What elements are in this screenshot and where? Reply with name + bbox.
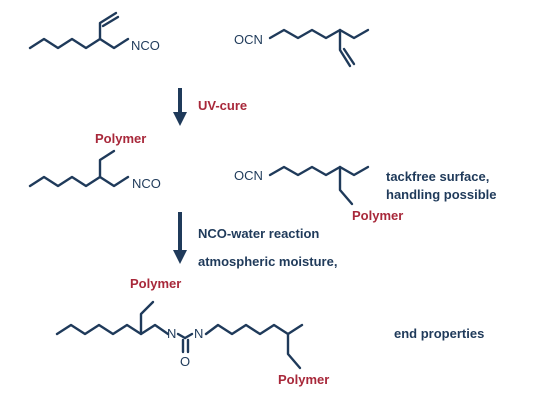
uv-cure-label: UV-cure <box>198 98 247 113</box>
polymer-label-1: Polymer <box>95 131 146 146</box>
grafted-left-branch <box>98 149 116 179</box>
monomer-right-chain <box>268 28 370 40</box>
urea-bond-n-c-left <box>176 332 187 340</box>
nco-water-label: NCO-water reaction <box>198 226 319 241</box>
urea-left-chain <box>55 323 170 336</box>
monomer-left-vinyl <box>98 11 118 41</box>
moisture-label: atmospheric moisture, <box>198 254 337 269</box>
tackfree-note-line2: handling possible <box>386 187 497 202</box>
grafted-left-chain <box>28 175 130 188</box>
urea-oxygen: O <box>180 354 190 369</box>
polymer-label-2: Polymer <box>352 208 403 223</box>
nco-water-arrow-head <box>173 250 187 264</box>
urea-right-chain <box>204 323 304 336</box>
urea-bond-c-n-right <box>183 332 194 340</box>
isocyanate-label-4: OCN <box>234 168 263 183</box>
grafted-right-chain <box>268 165 370 177</box>
uv-cure-arrow <box>173 88 187 126</box>
nco-water-arrow <box>173 212 187 264</box>
monomer-left-vinyl-double-bond <box>101 15 120 28</box>
polymer-label-4: Polymer <box>278 372 329 387</box>
urea-product-structure <box>55 300 304 370</box>
tackfree-note-line1: tackfree surface, <box>386 169 489 184</box>
isocyanate-label-1: NCO <box>131 38 160 53</box>
monomer-left-structure <box>28 11 130 50</box>
urea-right-branch <box>286 332 302 370</box>
monomer-right-vinyl <box>338 28 352 68</box>
urea-left-branch <box>139 300 155 336</box>
monomer-right-vinyl-double-bond <box>342 47 356 66</box>
isocyanate-label-2: OCN <box>234 32 263 47</box>
polymer-label-3: Polymer <box>130 276 181 291</box>
uv-cure-arrow-head <box>173 112 187 126</box>
isocyanate-label-3: NCO <box>132 176 161 191</box>
urea-nitrogen-left: N <box>167 326 176 341</box>
grafted-right-structure <box>268 165 370 206</box>
monomer-left-chain <box>28 37 130 50</box>
grafted-right-branch <box>338 165 354 206</box>
monomer-right-structure <box>268 28 370 68</box>
end-properties-note: end properties <box>394 326 484 341</box>
urea-nitrogen-right: N <box>194 326 203 341</box>
grafted-left-structure <box>28 149 130 188</box>
